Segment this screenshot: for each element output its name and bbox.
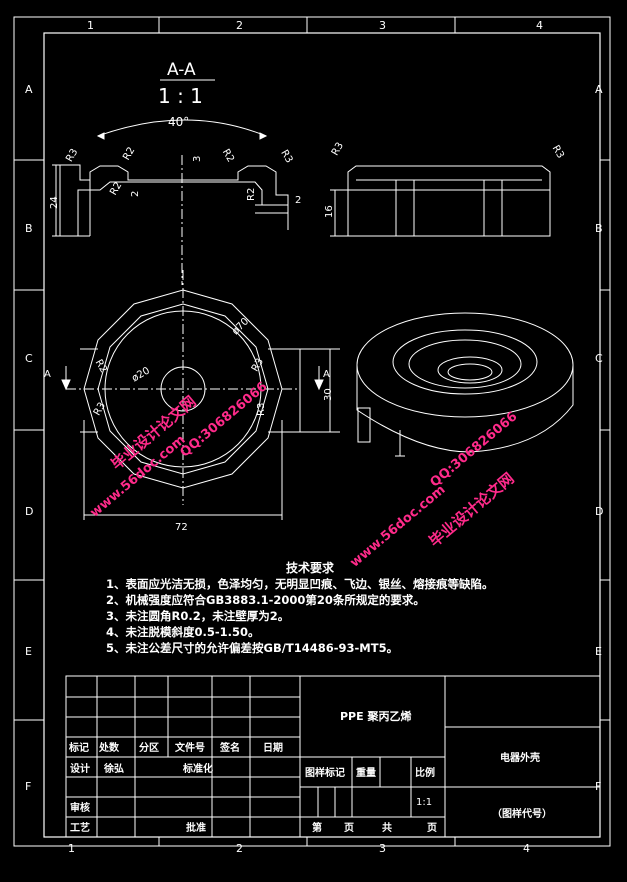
zone-right-a: A	[595, 83, 603, 96]
section-label: A-A 1 : 1	[158, 60, 215, 108]
zone-left-e: E	[25, 645, 32, 658]
section-arrow-a-left: A	[44, 369, 51, 380]
zone-bottom-4: 4	[523, 842, 530, 855]
zone-right-c: C	[595, 352, 603, 365]
zone-left-d: D	[25, 505, 33, 518]
zone-top-1: 1	[87, 19, 94, 32]
side-dim-r3-b: R3	[550, 144, 566, 161]
dim-r2-b: R2	[220, 147, 236, 164]
dim-r2-a: R2	[121, 145, 137, 162]
zone-bottom-3: 3	[379, 842, 386, 855]
side-dim-16: 16	[324, 205, 335, 218]
dim-r3-b: R3	[278, 148, 294, 165]
header-date: 日期	[263, 741, 283, 754]
header-sign: 签名	[219, 741, 240, 754]
header-mark: 标记	[68, 741, 89, 754]
scale-value: 1:1	[416, 797, 432, 808]
top-dim-r3-c: R3	[256, 403, 267, 416]
label-process: 工艺	[70, 821, 90, 834]
dim-3: 3	[192, 156, 203, 162]
section-view	[52, 119, 289, 285]
label-standardize: 标准化	[182, 762, 213, 775]
drawing-code: （图样代号）	[492, 807, 552, 820]
sheet-label-ye2: 页	[427, 822, 437, 834]
isometric-view	[356, 312, 574, 457]
zone-left-b: B	[25, 222, 33, 235]
label-weight: 重量	[356, 766, 376, 779]
top-view	[61, 270, 340, 520]
zone-top-4: 4	[536, 19, 543, 32]
dim-r3-a: R3	[64, 147, 80, 164]
label-designer: 徐弘	[103, 762, 124, 775]
part-name: 电器外壳	[500, 751, 540, 764]
section-scale: 1 : 1	[158, 84, 203, 108]
zone-bottom-1: 1	[68, 842, 75, 855]
zone-top-2: 2	[236, 19, 243, 32]
header-zone: 分区	[139, 741, 159, 754]
dim-r2-d: R2	[246, 188, 257, 201]
label-design: 设计	[70, 762, 90, 775]
dim-2-a: 2	[130, 191, 141, 197]
top-dim-r3-a: R3	[250, 357, 266, 374]
dim-dia20: ø20	[130, 365, 152, 384]
title-block	[65, 675, 601, 838]
material-label: PPE 聚丙乙烯	[340, 709, 411, 723]
zone-top-3: 3	[379, 19, 386, 32]
dim-72: 72	[175, 522, 188, 533]
tech-item-5: 5、未注公差尺寸的允许偏差按GB/T14486-93-MT5。	[106, 641, 399, 655]
header-count: 处数	[98, 741, 120, 754]
dim-r2-c: R2	[108, 180, 124, 197]
zone-right-d: D	[595, 505, 603, 518]
label-stage-mark: 图样标记	[305, 766, 345, 779]
dim-angle: 40°	[168, 115, 189, 129]
zone-right-b: B	[595, 222, 603, 235]
side-dim-r3-a: R3	[330, 141, 346, 158]
dim-30: 30	[323, 388, 334, 401]
zone-right-e: E	[595, 645, 602, 658]
zone-left-c: C	[25, 352, 33, 365]
label-review: 审核	[70, 801, 90, 814]
tech-item-4: 4、未注脱模斜度0.5-1.50。	[106, 625, 260, 639]
watermark-qq-1: QQ:306826066	[177, 379, 270, 460]
sheet-label-gong: 共	[382, 821, 392, 834]
section-name: A-A	[167, 60, 196, 80]
dim-24: 24	[49, 196, 60, 209]
label-scale: 比例	[415, 766, 435, 779]
tech-item-1: 1、表面应光洁无损，色泽均匀，无明显凹痕、飞边、银丝、熔接痕等缺陷。	[106, 577, 494, 591]
zone-left-a: A	[25, 83, 33, 96]
sheet-label-di: 第	[312, 821, 322, 834]
technical-requirements: 技术要求 1、表面应光洁无损，色泽均匀，无明显凹痕、飞边、银丝、熔接痕等缺陷。 …	[106, 560, 576, 656]
dim-2-b: 2	[295, 195, 301, 206]
zone-bottom-2: 2	[236, 842, 243, 855]
tech-item-3: 3、未注圆角R0.2，未注壁厚为2。	[106, 609, 290, 623]
watermark-url-2: www.56doc.com	[347, 482, 448, 570]
side-view	[330, 165, 551, 237]
label-approve: 批准	[186, 821, 206, 834]
header-file: 文件号	[175, 741, 205, 754]
sheet-label-ye1: 页	[344, 822, 354, 834]
watermarks: 毕业设计论文网 www.56doc.com QQ:306826066 www.5…	[87, 379, 520, 570]
tech-title: 技术要求	[286, 561, 335, 575]
section-arrow-a-right: A	[323, 369, 330, 380]
tech-item-2: 2、机械强度应符合GB3883.1-2000第20条所规定的要求。	[106, 593, 425, 607]
zone-left-f: F	[25, 780, 31, 793]
dim-dia70: ø70	[230, 316, 251, 337]
